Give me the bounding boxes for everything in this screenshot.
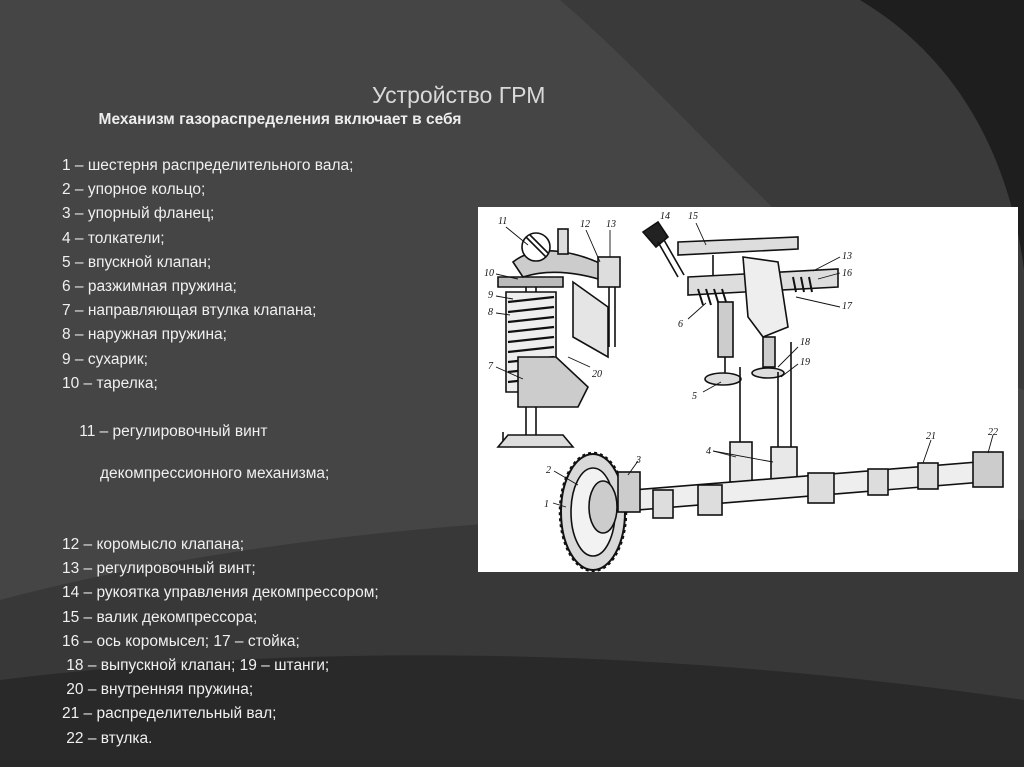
- diagram-label: 14: [660, 211, 670, 222]
- list-item: 21 – распределительный вал;: [62, 705, 277, 723]
- diagram-drawing: 11 12 13 10 9 8 7 20 14 15 13 16 17 6 18…: [484, 211, 1004, 572]
- list-item: 5 – впускной клапан;: [62, 253, 212, 271]
- diagram-label: 12: [580, 219, 590, 230]
- list-item: 12 – коромысло клапана;: [62, 536, 245, 554]
- list-item: 22 – втулка.: [62, 729, 153, 747]
- list-item: 6 – разжимная пружина;: [62, 278, 237, 296]
- list-item: 8 – наружная пружина;: [62, 326, 227, 344]
- diagram-label: 13: [842, 251, 852, 262]
- diagram-label: 16: [842, 268, 852, 279]
- diagram-label: 22: [988, 427, 998, 438]
- list-item: 3 – упорный фланец;: [62, 205, 215, 223]
- list-item: 20 – внутренняя пружина;: [62, 681, 254, 699]
- list-item: 9 – сухарик;: [62, 350, 148, 368]
- list-item: 2 – упорное кольцо;: [62, 181, 206, 199]
- list-item: 10 – тарелка;: [62, 374, 158, 392]
- list-item: 13 – регулировочный винт;: [62, 560, 256, 578]
- list-item-line: 11 – регулировочный винт: [79, 423, 268, 441]
- diagram-label: 20: [592, 369, 602, 380]
- diagram-label: 6: [678, 319, 683, 330]
- list-item: 15 – валик декомпрессора;: [62, 608, 258, 626]
- slide-title: Устройство ГРМ: [372, 82, 546, 108]
- diagram-label: 13: [606, 219, 616, 230]
- diagram-label: 11: [498, 216, 507, 227]
- diagram-label: 10: [484, 268, 494, 279]
- diagram-label: 8: [488, 307, 493, 318]
- list-item: 11 – регулировочный винт декомпрессионно…: [62, 396, 482, 533]
- diagram-label: 15: [688, 211, 698, 222]
- diagram-label: 19: [800, 357, 810, 368]
- parts-list: 1 – шестерня распределительного вала; 2 …: [62, 154, 482, 751]
- diagram-label: 9: [488, 290, 493, 301]
- diagram-label: 18: [800, 337, 810, 348]
- list-item: 4 – толкатели;: [62, 229, 165, 247]
- list-item: 7 – направляющая втулка клапана;: [62, 302, 317, 320]
- timing-mechanism-diagram: 11 12 13 10 9 8 7 20 14 15 13 16 17 6 18…: [478, 207, 1018, 572]
- list-item: 1 – шестерня распределительного вала;: [62, 157, 354, 174]
- diagram-label: 17: [842, 301, 853, 312]
- diagram-label: 21: [926, 431, 936, 442]
- diagram-label: 5: [692, 391, 697, 402]
- list-item: 18 – выпускной клапан; 19 – штанги;: [62, 657, 330, 675]
- list-item: 16 – ось коромысел; 17 – стойка;: [62, 632, 300, 650]
- diagram-label: 1: [544, 499, 549, 510]
- diagram-label: 2: [546, 465, 551, 476]
- diagram-label: 3: [635, 455, 641, 466]
- diagram-label: 4: [706, 446, 711, 457]
- list-item: 14 – рукоятка управления декомпрессором;: [62, 584, 379, 602]
- list-item-continuation: декомпрессионного механизма;: [100, 464, 330, 482]
- slide-subtitle: Механизм газораспределения включает в се…: [98, 111, 462, 128]
- diagram-label: 7: [488, 361, 494, 372]
